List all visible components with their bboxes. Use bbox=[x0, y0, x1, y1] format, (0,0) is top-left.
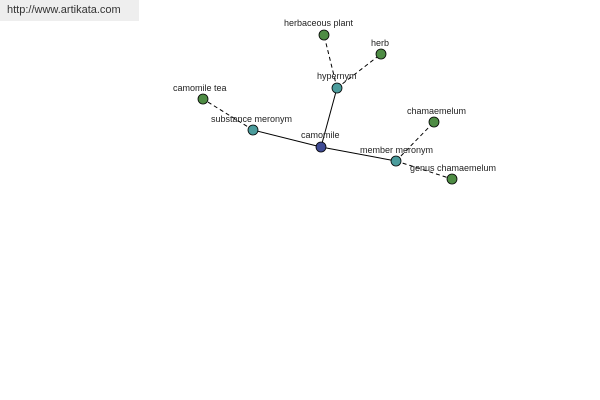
node-chamaemelum[interactable] bbox=[428, 116, 440, 128]
label-substance-meronym[interactable]: substance meronym bbox=[211, 114, 292, 124]
edge-camomile-to-member-meronym bbox=[320, 146, 397, 162]
nodes-layer bbox=[197, 29, 458, 185]
url-banner: http://www.artikata.com bbox=[0, 0, 139, 21]
edge-camomile-to-substance-meronym bbox=[252, 129, 322, 148]
site-url-link[interactable]: http://www.artikata.com bbox=[7, 4, 121, 16]
edge-hypernym-to-herb bbox=[336, 53, 382, 89]
node-member-meronym[interactable] bbox=[390, 155, 402, 167]
edge-member-meronym-to-chamaemelum bbox=[395, 121, 435, 162]
node-genus-chamaemelum[interactable] bbox=[446, 173, 458, 185]
edge-substance-meronym-to-camomile-tea bbox=[202, 98, 254, 131]
node-hypernym[interactable] bbox=[331, 82, 343, 94]
node-herb[interactable] bbox=[375, 48, 387, 60]
label-hypernym[interactable]: hypernym bbox=[317, 71, 357, 81]
edges-layer bbox=[202, 34, 453, 180]
label-member-meronym[interactable]: member meronym bbox=[360, 145, 433, 155]
label-herb[interactable]: herb bbox=[371, 38, 389, 48]
node-substance-meronym[interactable] bbox=[247, 124, 259, 136]
labels-layer: camomile hypernym substance meronym member … bbox=[173, 18, 496, 173]
label-camomile-tea[interactable]: camomile tea bbox=[173, 83, 227, 93]
edge-member-meronym-to-genus-chamaemelum bbox=[395, 160, 453, 180]
node-camomile[interactable] bbox=[315, 141, 327, 153]
label-herbaceous-plant[interactable]: herbaceous plant bbox=[284, 18, 354, 28]
label-genus-chamaemelum[interactable]: genus chamaemelum bbox=[410, 163, 496, 173]
edge-camomile-to-hypernym bbox=[320, 87, 338, 148]
node-camomile-tea[interactable] bbox=[197, 93, 209, 105]
edge-hypernym-to-herbaceous-plant bbox=[323, 34, 338, 89]
label-camomile[interactable]: camomile bbox=[301, 130, 340, 140]
node-herbaceous-plant[interactable] bbox=[318, 29, 330, 41]
label-chamaemelum[interactable]: chamaemelum bbox=[407, 106, 466, 116]
